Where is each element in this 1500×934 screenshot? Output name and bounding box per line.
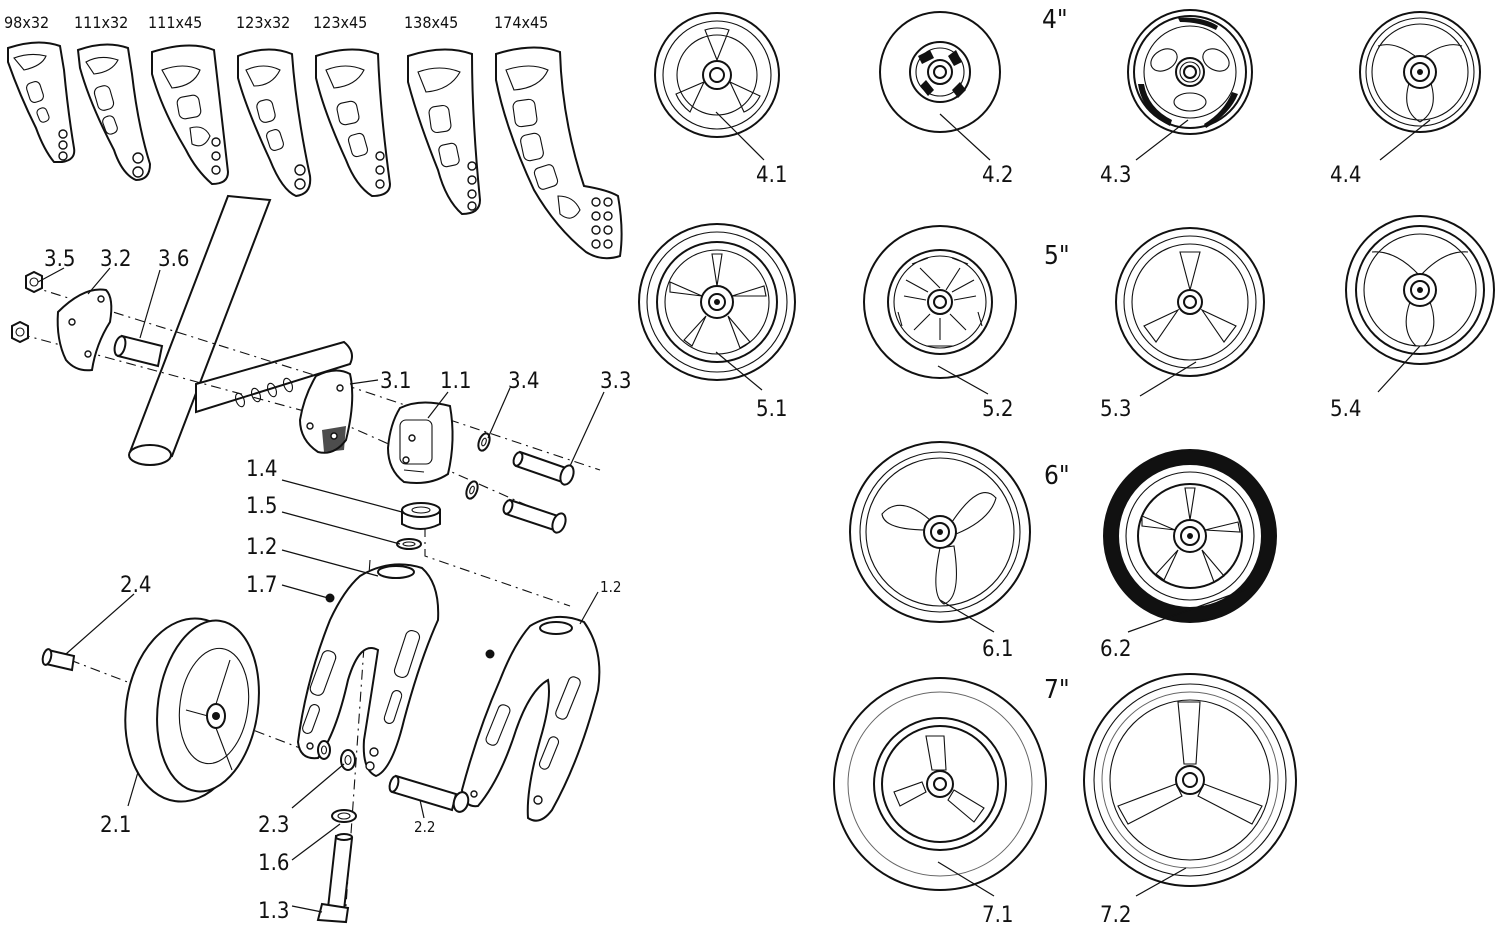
fork-size-row: 98x32 111x32 111x45 123x32 123x45 138x45… — [4, 13, 623, 260]
part-label-2-4: 2.4 — [120, 573, 151, 598]
fork-1-2 — [296, 563, 440, 778]
grease-point-1-7 — [325, 593, 335, 603]
fork-size-label-138x45: 138x45 — [404, 13, 458, 32]
wheel-6-1 — [849, 441, 1031, 623]
clamp-half-3-2 — [56, 288, 113, 372]
part-label-2-3: 2.3 — [258, 813, 289, 838]
size-heading-4-inch: 4" — [1042, 5, 1068, 35]
bolt-1-3 — [316, 833, 354, 924]
wheel-4-4 — [1359, 11, 1481, 133]
wheel-label-4-4: 4.4 — [1330, 163, 1361, 188]
fork-size-label-123x45: 123x45 — [313, 13, 367, 32]
part-label-1-2: 1.2 — [246, 535, 277, 560]
fork-silhouette-111x32 — [76, 43, 152, 182]
wheel-5-3 — [1115, 227, 1265, 377]
part-label-3-4: 3.4 — [508, 369, 539, 394]
wheel-5-1 — [638, 223, 796, 381]
wheel-5-4 — [1345, 215, 1495, 365]
wheel-label-5-2: 5.2 — [982, 397, 1013, 422]
washer-3-4 — [465, 432, 491, 500]
wheel-label-6-1: 6.1 — [982, 637, 1013, 662]
wheel-6-2 — [1103, 449, 1277, 623]
wheel-label-5-3: 5.3 — [1100, 397, 1131, 422]
wheel-catalog: 4" 5" 6" 7" — [638, 5, 1495, 928]
wheel-label-6-2: 6.2 — [1100, 637, 1131, 662]
grease-point-alt — [485, 649, 495, 659]
wheel-label-4-1: 4.1 — [756, 163, 787, 188]
wheel-4-2 — [879, 11, 1001, 133]
fork-head-1-1 — [386, 401, 454, 484]
axle-2-4 — [41, 648, 76, 672]
fork-size-label-111x32: 111x32 — [74, 13, 128, 32]
caster-assembly: 3.5 3.2 3.6 3.1 1.1 3.4 3.3 1.4 1.5 1.2 … — [11, 194, 631, 924]
wheel-5-2 — [863, 225, 1017, 379]
fork-silhouette-138x45 — [407, 48, 482, 216]
wheel-4-3 — [1127, 9, 1253, 135]
fork-silhouette-111x45 — [151, 44, 230, 186]
caster-wheel-2-1 — [124, 617, 260, 803]
fork-silhouette-123x32 — [237, 48, 312, 198]
part-label-3-5: 3.5 — [44, 247, 75, 272]
bearing-2-3 — [317, 740, 356, 771]
nut-3-5 — [11, 270, 43, 344]
bearing-1-4 — [401, 502, 441, 530]
wheel-label-5-1: 5.1 — [756, 397, 787, 422]
wheel-7-1 — [833, 677, 1047, 891]
washer-1-5 — [396, 538, 422, 550]
part-label-1-5: 1.5 — [246, 494, 277, 519]
fork-silhouette-123x45 — [315, 48, 392, 198]
wheel-label-4-3: 4.3 — [1100, 163, 1131, 188]
fork-size-label-123x32: 123x32 — [236, 13, 290, 32]
clamp-3-1 — [298, 369, 354, 454]
part-label-1-7: 1.7 — [246, 573, 277, 598]
fork-silhouette-98x32 — [7, 41, 76, 163]
part-label-2-2: 2.2 — [414, 818, 435, 836]
part-label-1-1: 1.1 — [440, 369, 471, 394]
size-heading-5-inch: 5" — [1044, 241, 1070, 271]
fork-size-label-98x32: 98x32 — [4, 13, 49, 32]
part-label-1-4: 1.4 — [246, 457, 277, 482]
part-label-1-6: 1.6 — [258, 851, 289, 876]
wheel-4-1 — [654, 12, 780, 138]
wheel-label-4-2: 4.2 — [982, 163, 1013, 188]
part-label-1-3: 1.3 — [258, 899, 289, 924]
part-label-3-3: 3.3 — [600, 369, 631, 394]
fork-size-label-174x45: 174x45 — [494, 13, 548, 32]
wheel-label-5-4: 5.4 — [1330, 397, 1361, 422]
wheel-label-7-2: 7.2 — [1100, 903, 1131, 928]
part-label-3-1: 3.1 — [380, 369, 411, 394]
part-label-2-1: 2.1 — [100, 813, 131, 838]
fork-size-label-111x45: 111x45 — [148, 13, 202, 32]
spacer-2-2 — [388, 774, 470, 813]
wheel-label-7-1: 7.1 — [982, 903, 1013, 928]
washer-1-6 — [331, 809, 357, 823]
size-heading-6-inch: 6" — [1044, 461, 1070, 491]
fork-silhouette-174x45 — [495, 46, 623, 260]
size-heading-7-inch: 7" — [1044, 675, 1070, 705]
spacer-3-6 — [113, 334, 164, 368]
bolt-3-3 — [502, 450, 575, 534]
fork-1-2-alt — [460, 615, 601, 822]
part-label-1-2-alt: 1.2 — [600, 578, 621, 596]
part-label-3-6: 3.6 — [158, 247, 189, 272]
wheel-7-2 — [1083, 673, 1297, 887]
frame-tube — [128, 194, 353, 466]
part-label-3-2: 3.2 — [100, 247, 131, 272]
